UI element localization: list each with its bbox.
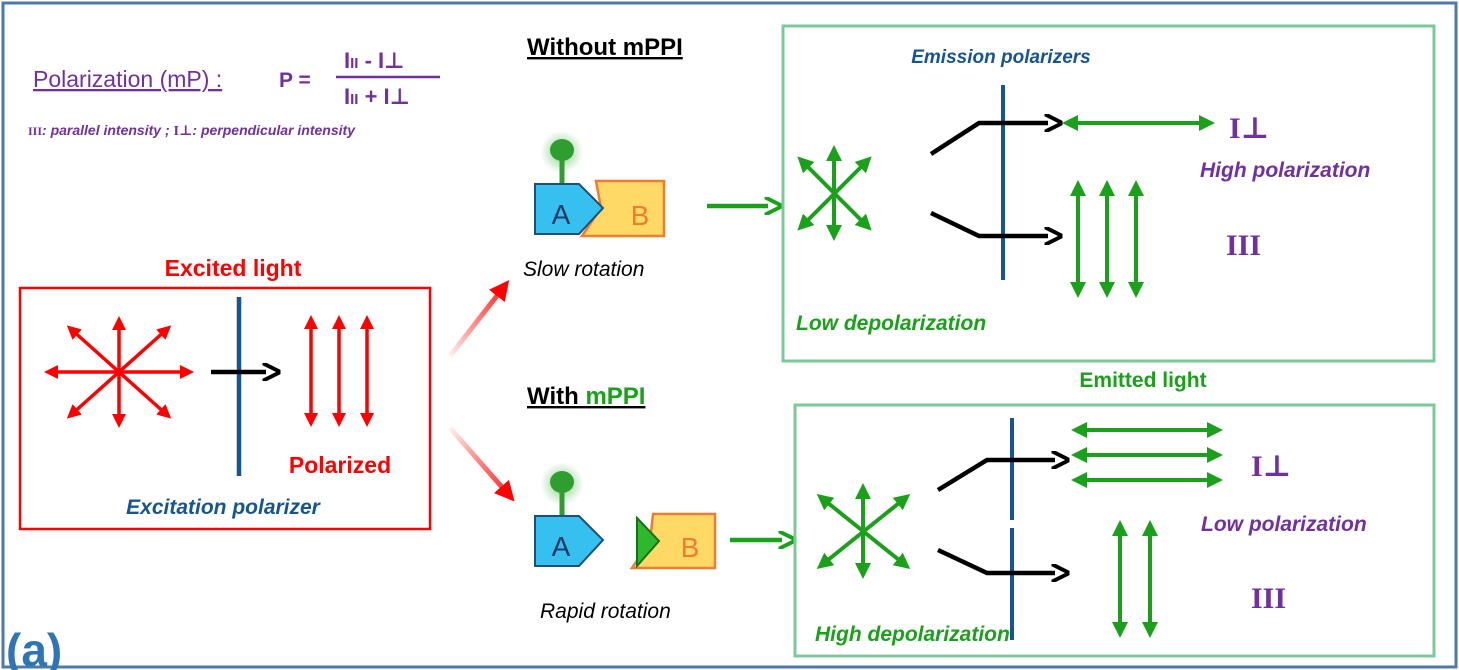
bottom-path-upper (936, 460, 1055, 492)
excitation-polarizer-label: Excitation polarizer (126, 496, 322, 519)
slow-complex: A B (534, 130, 666, 238)
rapid-rotation-label: Rapid rotation (540, 600, 671, 623)
formula-block: Polarization (mP) : P = III - I⊥ III + I… (28, 48, 440, 139)
bottom-i-parallel: III (1251, 582, 1286, 615)
top-emission-box (781, 24, 1436, 363)
excitation-box (18, 286, 432, 531)
molecule-a-shape (534, 183, 605, 235)
bottom-emission-box (793, 403, 1436, 658)
bottom-parallel-arrows (1112, 520, 1158, 638)
polarized-light-arrows (304, 315, 374, 427)
connector-arrow-down (448, 426, 515, 502)
molecule-b-shape (579, 179, 666, 238)
emission-polarizers-label: Emission polarizers (911, 47, 1091, 68)
bottom-emission-star (816, 483, 911, 579)
top-parallel-arrows (1070, 180, 1144, 298)
rapid-complex: A B (534, 462, 717, 570)
excitation-panel: Excited light Polarized Excitation polar… (18, 255, 432, 531)
bottom-row: With mPPI A B Rapid rotation Emitted lig… (527, 369, 1436, 658)
slow-rotation-label: Slow rotation (523, 258, 644, 281)
top-path-upper (929, 123, 1048, 156)
emitted-light-label: Emitted light (1079, 369, 1206, 392)
bottom-perp-arrows (1071, 422, 1223, 488)
molecule-a-label: A (552, 531, 571, 562)
molecule-a-label: A (552, 199, 571, 230)
formula-legend: III: parallel intensity ; I⊥: perpendicu… (28, 122, 356, 139)
polarized-label: Polarized (289, 452, 391, 478)
top-emission-star (797, 145, 872, 241)
formula-numerator: III - I⊥ (344, 48, 404, 73)
top-row: Without mPPI A B Slow rotation Emission … (523, 24, 1436, 363)
top-path-lower (930, 210, 1048, 236)
panel-label: (a) (6, 624, 62, 670)
high-polarization-label: High polarization (1200, 159, 1370, 182)
connector-arrow-up (448, 280, 510, 358)
formula-denominator: III + I⊥ (344, 84, 410, 109)
excited-light-title: Excited light (165, 255, 302, 281)
high-depolarization-label: High depolarization (815, 623, 1010, 646)
low-depolarization-label: Low depolarization (796, 312, 986, 335)
molecule-b-label: B (631, 200, 650, 231)
inhibitor-shape (636, 515, 661, 569)
unpolarized-light-star (44, 316, 194, 428)
top-i-perp: I⊥ (1229, 112, 1269, 145)
with-mppi-heading: With mPPI (527, 383, 645, 410)
molecule-b-label: B (681, 532, 700, 563)
top-i-parallel: III (1226, 229, 1261, 262)
bottom-path-lower (937, 547, 1055, 573)
low-polarization-label: Low polarization (1201, 513, 1367, 536)
formula-p-equals: P = (279, 69, 311, 92)
without-mppi-heading: Without mPPI (527, 34, 683, 61)
bottom-i-perp: I⊥ (1251, 450, 1291, 483)
formula-label: Polarization (mP) : (33, 66, 222, 92)
molecule-a-shape (534, 515, 605, 567)
